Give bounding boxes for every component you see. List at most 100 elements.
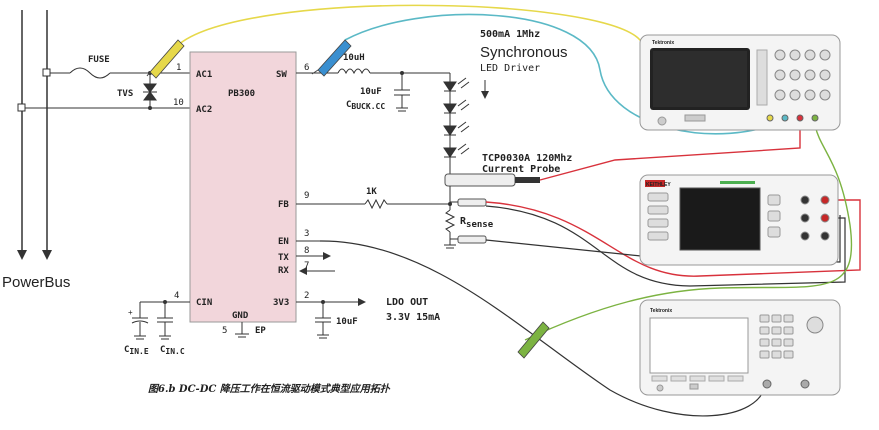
gen-softkey [689, 375, 706, 382]
led-string [443, 77, 470, 158]
pin-cin: CIN [196, 298, 212, 308]
junction-dot [321, 300, 325, 304]
fuse-label: FUSE [88, 55, 110, 65]
scope-knob [819, 69, 831, 81]
resistor-label: 1K [366, 187, 377, 197]
pin-tx: TX [278, 253, 289, 263]
junction-dot [148, 106, 152, 110]
cinc-main: C [160, 345, 165, 355]
ground-symbol [235, 322, 249, 338]
multimeter: KEITHLEY [639, 174, 839, 266]
rsense-probe-1 [450, 198, 487, 207]
scope-knob [774, 69, 786, 81]
cin-c-label: CIN.C [160, 345, 185, 356]
dmm-button [767, 226, 781, 238]
pin-tx-num: 8 [304, 246, 309, 256]
pin-fb: FB [278, 200, 289, 210]
dmm-button [647, 231, 669, 241]
red-sense-cable-1 [485, 199, 861, 277]
scope-knob [789, 89, 801, 101]
powerbus-label: PowerBus [2, 274, 70, 291]
black-en-cable [319, 240, 766, 417]
pin-ac1: AC1 [196, 70, 212, 80]
pin-sw: SW [276, 70, 287, 80]
inductor-label: 10uH [343, 53, 365, 63]
gen-buttons [651, 314, 794, 382]
cinc-sub: IN.C [165, 347, 184, 356]
en-tx-rx-wires [296, 240, 335, 275]
gen-softkey [727, 375, 744, 382]
scope-channel-connector [796, 114, 804, 122]
cin-e-plus: + [128, 308, 133, 317]
scope-knob [789, 49, 801, 61]
cbuck-value: 10uF [360, 87, 382, 97]
junction-dot [163, 300, 167, 304]
pin-gnd-num: 5 [222, 326, 227, 336]
gen-button [783, 314, 794, 323]
dmm-button [647, 192, 669, 202]
red-probe-cable [539, 120, 801, 181]
led-title-1: 500mA 1Mhz [480, 29, 540, 40]
gen-button [783, 338, 794, 347]
pin-ac2: AC2 [196, 105, 212, 115]
led-title-2: Synchronous [480, 44, 568, 61]
scope-knob [804, 89, 816, 101]
sw-wires [296, 68, 451, 180]
powerbus-arrows [17, 250, 52, 260]
cbuck-main: C [346, 100, 351, 110]
gen-button [759, 326, 770, 335]
pin-cin-num: 4 [174, 291, 179, 301]
pin-en-num: 3 [304, 229, 309, 239]
oscilloscope: Tektronix [639, 34, 841, 131]
function-generator: Tektronix [639, 299, 841, 396]
cyan-probe-tip [311, 39, 352, 77]
junction-dot [448, 202, 452, 206]
ldo-label-1: LDO OUT [386, 297, 428, 308]
pin-en: EN [278, 237, 289, 247]
rsense-label: Rsense [460, 216, 494, 230]
green-gen-cable [524, 124, 853, 341]
led-diode [443, 99, 470, 114]
pin-3v3: 3V3 [273, 298, 289, 308]
dmm-brand: KEITHLEY [646, 182, 671, 188]
rsense-sub: sense [466, 220, 494, 230]
pin-fb-num: 9 [304, 191, 309, 201]
black-sense-cable-1 [485, 205, 846, 287]
scope-knob [804, 69, 816, 81]
rsense-main: R [460, 216, 467, 227]
gen-button [771, 350, 782, 359]
dmm-button [767, 210, 781, 222]
cine-main: C [124, 345, 129, 355]
bus-node-2 [17, 103, 26, 112]
probe-label-1: TCP0030A 120Mhz [482, 153, 572, 164]
gen-button [759, 350, 770, 359]
cout-label: 10uF [336, 317, 358, 327]
cin-wires [131, 301, 190, 340]
pin-rx-num: 7 [304, 261, 309, 271]
green-probe-tip [517, 321, 550, 359]
cyan-probe-cable [344, 13, 786, 135]
pb300-chip [189, 51, 297, 323]
scope-knob [774, 89, 786, 101]
ldo-label-2: 3.3V 15mA [386, 312, 440, 323]
figure-caption: 图6.b DC-DC 降压工作在恒流驱动模式典型应用拓扑 [148, 383, 391, 395]
gen-softkey [708, 375, 725, 382]
led-diode [443, 143, 470, 158]
scope-knob [819, 89, 831, 101]
gen-softkey [670, 375, 687, 382]
scope-knobs [766, 49, 831, 122]
scope-channel-connector [781, 114, 789, 122]
current-probe [444, 173, 540, 187]
scope-knob [819, 49, 831, 61]
cin-e-label: CIN.E [124, 345, 149, 356]
gen-button [771, 314, 782, 323]
scope-channel-connector [811, 114, 819, 122]
scope-knob [804, 49, 816, 61]
scope-channel-connector [766, 114, 774, 122]
pin-rx: RX [278, 266, 289, 276]
gen-button [771, 326, 782, 335]
pin-ac1-num: 1 [176, 63, 181, 73]
junction-dot [400, 71, 404, 75]
dmm-button [647, 205, 669, 215]
